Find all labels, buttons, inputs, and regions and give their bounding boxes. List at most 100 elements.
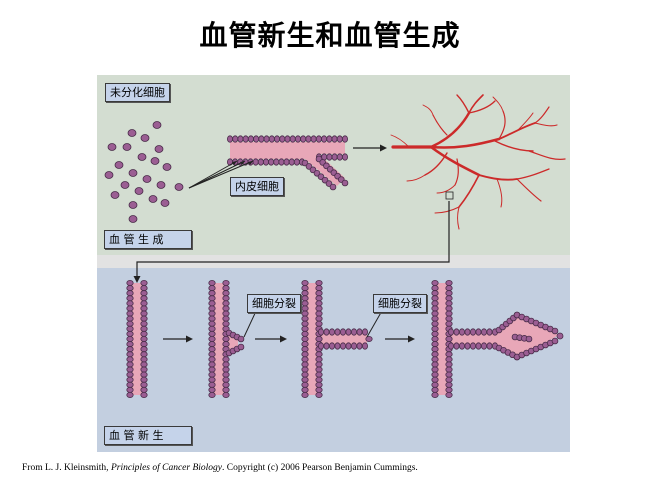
endothelial-cell: [126, 371, 134, 378]
endothelial-cell: [336, 135, 343, 143]
endothelial-cell: [140, 325, 148, 332]
undifferentiated-cells-label: 未分化细胞: [105, 83, 170, 102]
endothelial-cell: [126, 335, 134, 342]
endothelial-cell: [126, 356, 134, 363]
endothelial-cell: [208, 351, 216, 358]
endothelial-cell: [315, 295, 323, 302]
endothelial-cell: [140, 335, 148, 342]
undifferentiated-cell: [128, 201, 138, 209]
endothelial-cell: [315, 381, 323, 388]
endothelial-cell: [208, 305, 216, 312]
vessel-branch: [390, 134, 410, 148]
endothelial-cell: [126, 366, 134, 373]
endothelial-cell: [431, 320, 439, 327]
endothelial-cell: [140, 330, 148, 337]
endothelial-cell: [293, 158, 300, 166]
endothelial-cell: [341, 153, 348, 161]
forming-vessel: [230, 142, 345, 186]
endothelial-cell: [301, 300, 309, 307]
endothelial-cell: [453, 328, 460, 336]
endothelial-cell: [222, 320, 230, 327]
endothelial-cell: [208, 300, 216, 307]
endothelial-cell: [315, 376, 323, 383]
endothelial-cell: [431, 386, 439, 393]
endothelial-cell: [356, 328, 363, 336]
endothelial-cell: [301, 341, 309, 348]
endothelial-cell: [458, 328, 465, 336]
endothelial-cell: [445, 279, 453, 286]
endothelial-cell: [140, 279, 148, 286]
endothelial-cell: [315, 320, 323, 327]
endothelial-cell: [126, 315, 134, 322]
vessel-branch: [516, 112, 534, 132]
vessel-segment: [435, 283, 449, 395]
endothelial-cell: [208, 325, 216, 332]
endothelial-cell: [486, 342, 493, 350]
endothelial-cell: [301, 279, 309, 286]
undifferentiated-cell: [122, 143, 132, 151]
endothelial-cell: [469, 342, 476, 350]
endothelial-cell: [431, 295, 439, 302]
endothelial-cell: [431, 356, 439, 363]
endothelial-cell: [222, 356, 230, 363]
vessel-branch: [406, 174, 426, 182]
endothelial-cell: [208, 371, 216, 378]
undifferentiated-cell: [160, 199, 170, 207]
vessel-branch: [429, 145, 481, 177]
cell-division-label-1: 细胞分裂: [247, 294, 301, 313]
endothelial-cell: [263, 135, 270, 143]
arrowhead: [186, 335, 193, 343]
pointer-arrowhead: [240, 161, 245, 165]
endothelial-cell: [237, 335, 245, 343]
endothelial-cell: [208, 315, 216, 322]
endothelial-cell: [315, 361, 323, 368]
vessel-branch: [456, 94, 470, 114]
endothelial-cell: [445, 315, 453, 322]
endothelial-cell: [469, 328, 476, 336]
endothelial-cell: [329, 183, 337, 191]
vessel-branch: [534, 106, 550, 124]
endothelial-cell: [445, 376, 453, 383]
endothelial-cell: [126, 285, 134, 292]
endothelial-cell: [525, 335, 533, 343]
undifferentiated-cell: [137, 153, 147, 161]
vessel-branch: [432, 114, 448, 136]
undifferentiated-cell: [104, 171, 114, 179]
endothelial-cell: [431, 325, 439, 332]
endothelial-cell: [284, 135, 291, 143]
endothelial-cell: [253, 135, 260, 143]
vessel-branch: [534, 122, 558, 127]
endothelial-cell: [445, 285, 453, 292]
endothelial-cell: [301, 335, 309, 342]
endothelial-cell: [315, 386, 323, 393]
endothelial-cell: [445, 391, 453, 398]
endothelial-cell: [226, 135, 233, 143]
endothelial-cell: [140, 391, 148, 398]
endothelial-cell: [273, 158, 280, 166]
endothelial-cell: [140, 320, 148, 327]
endothelial-cell: [242, 135, 249, 143]
endothelial-cell: [208, 376, 216, 383]
endothelial-cell: [475, 328, 482, 336]
vessel-branch: [498, 110, 506, 140]
endothelial-cell: [331, 153, 338, 161]
endothelial-cell: [551, 327, 559, 335]
endothelial-cell: [339, 342, 346, 350]
endothelial-cell: [445, 305, 453, 312]
endothelial-cell: [301, 391, 309, 398]
endothelial-cell: [208, 366, 216, 373]
caption-book-title: Principles of Cancer Biology: [110, 463, 223, 473]
undifferentiated-cell: [107, 143, 117, 151]
undifferentiated-cell: [174, 183, 184, 191]
endothelial-cell: [431, 361, 439, 368]
pointer-line: [243, 308, 258, 338]
endothelial-cell: [126, 346, 134, 353]
endothelial-cell: [445, 320, 453, 327]
endothelial-cell: [222, 300, 230, 307]
endothelial-cell: [140, 386, 148, 393]
endothelial-cell: [140, 341, 148, 348]
endothelial-cell: [345, 328, 352, 336]
endothelial-cell: [222, 290, 230, 297]
zoom-square: [445, 191, 454, 200]
endothelial-cell: [222, 391, 230, 398]
